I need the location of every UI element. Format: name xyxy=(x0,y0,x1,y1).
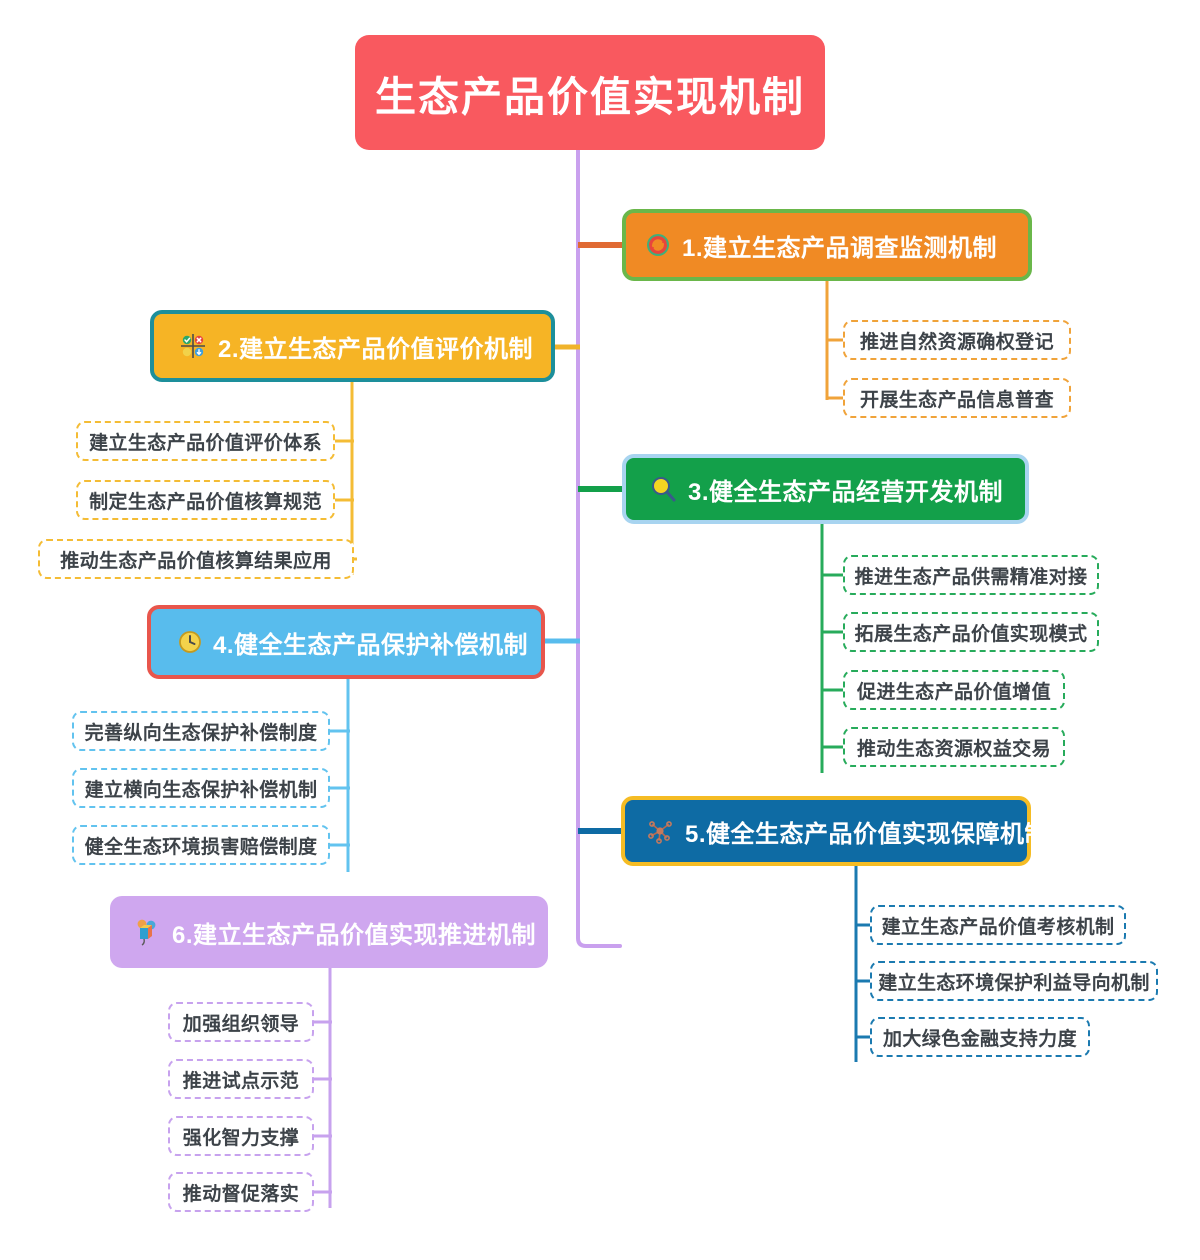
leaf-node[interactable]: 推进自然资源确权登记 xyxy=(843,320,1071,360)
checklist-grid-icon xyxy=(178,331,208,361)
leaf-node[interactable]: 加强组织领导 xyxy=(168,1002,314,1042)
leaf-label: 完善纵向生态保护补偿制度 xyxy=(84,722,318,744)
leaf-node[interactable]: 加大绿色金融支持力度 xyxy=(870,1017,1090,1057)
leaf-node[interactable]: 推进生态产品供需精准对接 xyxy=(843,555,1099,595)
leaf-label: 加大绿色金融支持力度 xyxy=(882,1028,1077,1050)
branch-label-2: 2.建立生态产品价值评价机制 xyxy=(218,335,534,363)
leaf-label: 强化智力支撑 xyxy=(182,1127,300,1149)
root-label: 生态产品价值实现机制 xyxy=(375,73,805,120)
leaf-label: 建立横向生态保护补偿机制 xyxy=(84,779,318,801)
leaf-label: 推动生态产品价值核算结果应用 xyxy=(60,550,332,572)
leaf-label: 建立生态产品价值评价体系 xyxy=(89,432,322,454)
leaf-node[interactable]: 促进生态产品价值增值 xyxy=(843,670,1065,710)
branch-node-6[interactable]: 6.建立生态产品价值实现推进机制 xyxy=(110,896,548,968)
magnifier-icon xyxy=(648,474,678,504)
branch-node-2[interactable]: 2.建立生态产品价值评价机制 xyxy=(150,310,555,382)
leaf-node[interactable]: 推动生态产品价值核算结果应用 xyxy=(38,539,354,579)
leaf-node[interactable]: 推动生态资源权益交易 xyxy=(843,727,1065,767)
leaf-label: 制定生态产品价值核算规范 xyxy=(89,491,322,513)
leaf-label: 促进生态产品价值增值 xyxy=(856,681,1051,703)
network-nodes-icon xyxy=(645,816,675,846)
leaf-node[interactable]: 健全生态环境损害赔偿制度 xyxy=(72,825,330,865)
leaf-label: 推进生态产品供需精准对接 xyxy=(854,566,1088,588)
leaf-label: 建立生态产品价值考核机制 xyxy=(881,916,1115,938)
branch-label-1: 1.建立生态产品调查监测机制 xyxy=(682,234,998,262)
leaf-label: 健全生态环境损害赔偿制度 xyxy=(84,836,318,858)
branch-node-4[interactable]: 4.健全生态产品保护补偿机制 xyxy=(147,605,545,679)
leaf-label: 推进试点示范 xyxy=(182,1070,300,1092)
root-node[interactable]: 生态产品价值实现机制 xyxy=(355,35,825,150)
leaf-node[interactable]: 开展生态产品信息普查 xyxy=(843,378,1071,418)
leaf-node[interactable]: 推进试点示范 xyxy=(168,1059,314,1099)
leaf-node[interactable]: 推动督促落实 xyxy=(168,1172,314,1212)
leaf-label: 推动督促落实 xyxy=(182,1183,300,1205)
leaf-node[interactable]: 完善纵向生态保护补偿制度 xyxy=(72,711,330,751)
branch-label-6: 6.建立生态产品价值实现推进机制 xyxy=(172,921,537,949)
branch-label-3: 3.健全生态产品经营开发机制 xyxy=(688,478,1004,506)
branch-node-3[interactable]: 3.健全生态产品经营开发机制 xyxy=(622,454,1029,524)
recycle-arrows-icon xyxy=(644,231,672,259)
leaf-node[interactable]: 拓展生态产品价值实现模式 xyxy=(843,612,1099,652)
leaf-node[interactable]: 建立生态产品价值评价体系 xyxy=(76,421,335,461)
leaf-node[interactable]: 建立生态产品价值考核机制 xyxy=(870,905,1126,945)
branch-label-4: 4.健全生态产品保护补偿机制 xyxy=(213,631,529,659)
branch-label-5: 5.健全生态产品价值实现保障机制 xyxy=(685,820,1050,848)
branch-node-5[interactable]: 5.健全生态产品价值实现保障机制 xyxy=(621,796,1049,866)
leaf-node[interactable]: 强化智力支撑 xyxy=(168,1116,314,1156)
leaf-node[interactable]: 制定生态产品价值核算规范 xyxy=(76,480,335,520)
leaf-label: 推进自然资源确权登记 xyxy=(859,331,1054,353)
leaf-label: 拓展生态产品价值实现模式 xyxy=(854,623,1088,645)
clock-icon xyxy=(177,629,203,655)
leaf-node[interactable]: 建立横向生态保护补偿机制 xyxy=(72,768,330,808)
cube-package-icon xyxy=(132,917,162,947)
leaf-label: 开展生态产品信息普查 xyxy=(859,389,1054,411)
leaf-label: 加强组织领导 xyxy=(182,1013,300,1035)
leaf-label: 推动生态资源权益交易 xyxy=(856,738,1051,760)
leaf-node[interactable]: 建立生态环境保护利益导向机制 xyxy=(870,961,1158,1001)
branch-node-1[interactable]: 1.建立生态产品调查监测机制 xyxy=(622,209,1032,281)
leaf-label: 建立生态环境保护利益导向机制 xyxy=(878,972,1150,994)
